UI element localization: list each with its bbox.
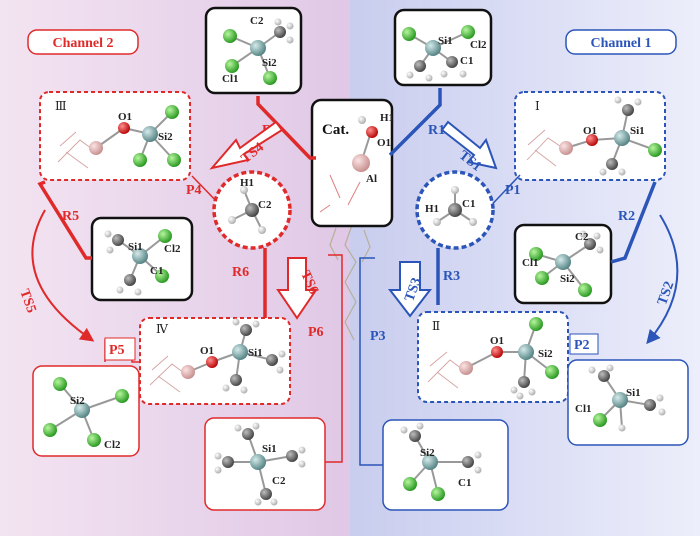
svg-text:Cl2: Cl2	[104, 439, 121, 451]
svg-text:P2: P2	[574, 338, 590, 353]
r5-arrow	[37, 180, 92, 260]
svg-text:C2: C2	[272, 475, 286, 487]
channel-2-label: Channel 2	[27, 29, 139, 55]
svg-text:H1: H1	[380, 112, 394, 124]
p3-connector	[359, 257, 385, 466]
aluminium-atom	[352, 154, 370, 172]
ts6-arrow: TS6	[276, 257, 321, 320]
svg-text:Si1: Si1	[438, 35, 453, 47]
svg-text:Cl2: Cl2	[470, 39, 487, 51]
p6-connector	[322, 254, 343, 463]
catalyst-box: Cat. H1 O1 Al	[310, 98, 394, 228]
svg-text:O1: O1	[377, 137, 391, 149]
svg-text:Si2: Si2	[262, 57, 277, 69]
svg-text:Si1: Si1	[248, 347, 263, 359]
svg-text:Channel 2: Channel 2	[52, 36, 113, 51]
svg-text:Ⅳ: Ⅳ	[156, 322, 169, 336]
product-p5-box: Si2 Cl2	[32, 365, 140, 457]
svg-text:Si2: Si2	[560, 273, 575, 285]
species-ii-box: Ⅱ O1 Si2	[417, 311, 569, 403]
svg-text:R1: R1	[428, 123, 445, 138]
r2-arrow	[610, 181, 657, 264]
reactant-r4-box: C2 Cl1 Si2	[204, 6, 303, 95]
svg-text:R5: R5	[62, 209, 79, 224]
svg-text:C2: C2	[258, 199, 272, 211]
oxygen-atom	[366, 126, 378, 138]
svg-text:P5: P5	[109, 343, 125, 358]
reactant-r2-box: C2 Cl1 Si2	[513, 223, 613, 305]
svg-text:Si2: Si2	[538, 348, 553, 360]
svg-text:Si2: Si2	[158, 131, 173, 143]
methyl-radical-right: H1 C1	[415, 170, 495, 250]
r4-arrow	[256, 96, 316, 160]
svg-text:C2: C2	[575, 231, 589, 243]
svg-text:O1: O1	[118, 111, 132, 123]
svg-text:C2: C2	[250, 15, 264, 27]
svg-text:Al: Al	[366, 173, 377, 185]
svg-text:Si1: Si1	[630, 125, 645, 137]
svg-text:C1: C1	[458, 477, 471, 489]
svg-text:Si1: Si1	[262, 443, 277, 455]
catalyst-label: Cat.	[322, 122, 349, 138]
product-p3-box: Si2 C1	[382, 419, 509, 511]
svg-text:Ⅱ: Ⅱ	[432, 319, 440, 333]
svg-text:O1: O1	[200, 345, 214, 357]
product-p2-box: Cl1 Si1	[567, 359, 689, 446]
svg-text:Cl1: Cl1	[575, 403, 592, 415]
svg-text:Si2: Si2	[70, 395, 85, 407]
species-iv-box: Ⅳ O1 Si1	[139, 317, 291, 405]
svg-text:P1: P1	[505, 183, 521, 198]
ts3-arrow: TS3	[387, 261, 433, 318]
svg-text:H1: H1	[425, 203, 439, 215]
svg-text:H1: H1	[240, 177, 254, 189]
svg-text:C1: C1	[460, 55, 473, 67]
svg-text:Si1: Si1	[626, 387, 641, 399]
reactant-r1-box: Si1 Cl2 C1	[393, 8, 493, 87]
ts2-arrow	[646, 214, 679, 345]
svg-text:O1: O1	[490, 335, 504, 347]
svg-text:C1: C1	[150, 265, 163, 277]
svg-text:P4: P4	[186, 183, 202, 198]
svg-text:Ⅲ: Ⅲ	[55, 99, 67, 113]
svg-text:Ⅰ: Ⅰ	[535, 99, 540, 113]
p5-tag	[104, 337, 136, 361]
svg-text:Cl1: Cl1	[522, 257, 539, 269]
reactant-r5-box: Si1 Cl2 C1	[90, 216, 194, 302]
svg-text:C1: C1	[462, 198, 475, 210]
species-iii-box: Ⅲ O1 Si2	[39, 91, 191, 181]
ts5-arrow	[31, 209, 95, 342]
svg-text:P3: P3	[370, 329, 386, 344]
svg-text:Cl1: Cl1	[222, 73, 239, 85]
svg-text:R3: R3	[443, 269, 460, 284]
channel-1-label: Channel 1	[565, 29, 677, 55]
p2-tag	[569, 333, 599, 355]
svg-text:R2: R2	[618, 209, 635, 224]
svg-text:Si1: Si1	[128, 241, 143, 253]
svg-text:Cl2: Cl2	[164, 243, 181, 255]
svg-text:R6: R6	[232, 265, 249, 280]
r1-arrow	[388, 88, 442, 157]
hydrogen-atom	[358, 116, 366, 124]
product-p6-box: Si1 C2	[204, 417, 326, 511]
methyl-radical-left: H1 C2	[212, 170, 292, 250]
species-i-box: Ⅰ O1 Si1	[514, 91, 666, 181]
svg-text:Channel 1: Channel 1	[590, 36, 651, 51]
svg-text:Si2: Si2	[420, 447, 435, 459]
svg-text:O1: O1	[583, 125, 597, 137]
svg-text:P6: P6	[308, 325, 324, 340]
